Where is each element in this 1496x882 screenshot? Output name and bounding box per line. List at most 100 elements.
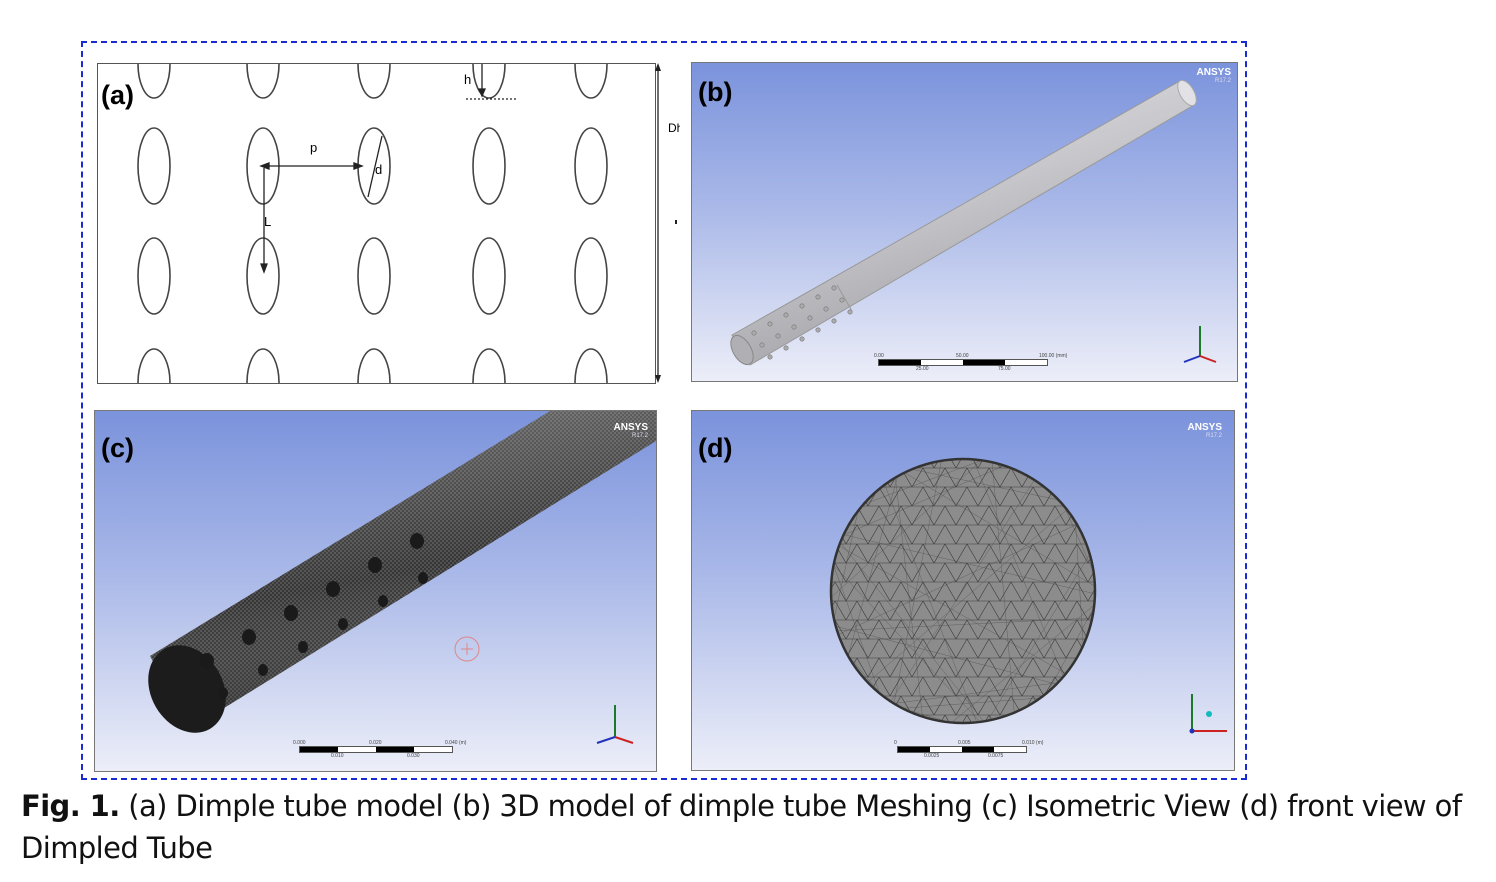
- mesh-line: [832, 623, 1066, 687]
- half-dimple: [357, 64, 391, 99]
- dimple: [326, 581, 340, 597]
- dimple: [378, 595, 388, 607]
- dimple: [200, 653, 214, 669]
- dimple: [357, 237, 391, 315]
- panel-a-dimple-model: p d L h (a): [97, 63, 656, 384]
- caption-text: (a) Dimple tube model (b) 3D model of di…: [21, 789, 1462, 865]
- dimple: [799, 336, 805, 342]
- half-dimple: [472, 64, 506, 99]
- mesh-line: [832, 617, 1094, 632]
- mesh-line: [1074, 506, 1085, 662]
- dimple: [831, 318, 837, 324]
- axis-triad: [1189, 694, 1227, 734]
- panel-c-label: (c): [101, 433, 134, 463]
- mesh-line: [886, 473, 1039, 709]
- dimple: [847, 309, 853, 315]
- mesh-line: [969, 460, 1068, 685]
- figure-frame: [81, 41, 1247, 780]
- dimple: [137, 127, 171, 205]
- mesh-line: [991, 460, 1016, 722]
- mesh-line: [861, 504, 1074, 688]
- half-dimple: [472, 348, 506, 383]
- panel-d-label: (d): [698, 433, 733, 463]
- dimple: [831, 285, 837, 291]
- diameter-label: d: [375, 162, 382, 177]
- mesh-front-render: [829, 457, 1103, 731]
- dimple: [815, 327, 821, 333]
- dimple: [783, 345, 789, 351]
- mesh-line: [881, 680, 1071, 706]
- dimple: [807, 315, 813, 321]
- depth-label: h: [464, 72, 471, 87]
- mesh-line: [888, 696, 1055, 710]
- half-dimple: [574, 64, 608, 99]
- dimple: [815, 294, 821, 300]
- scale-bar: [897, 746, 1027, 753]
- axis-triad: [596, 705, 634, 744]
- panel-b-label: (b): [698, 77, 733, 107]
- dimple: [823, 306, 829, 312]
- dimple: [574, 127, 608, 205]
- dimple: [791, 324, 797, 330]
- mesh-line: [832, 541, 1074, 678]
- mesh-line: [844, 465, 901, 667]
- dimple: [472, 237, 506, 315]
- length-label: L: [264, 214, 271, 229]
- half-dimple: [574, 348, 608, 383]
- mesh-line: [970, 729, 985, 731]
- mesh-line: [896, 467, 1094, 592]
- mesh-line: [832, 494, 862, 636]
- mesh-line: [832, 460, 990, 605]
- mesh-isometric-render: [148, 411, 656, 733]
- mesh-line: [832, 557, 987, 722]
- mesh-line: [1038, 590, 1094, 709]
- dimple: [410, 533, 424, 549]
- dimple: [284, 605, 298, 621]
- mesh-line: [898, 466, 1072, 503]
- half-dimple: [137, 348, 171, 383]
- dimple: [368, 557, 382, 573]
- axis-triad: [1183, 326, 1217, 363]
- half-dimple: [357, 348, 391, 383]
- pitch-label: p: [310, 140, 317, 155]
- dimple: [246, 237, 280, 315]
- dh-label: Dh: [668, 121, 680, 135]
- mesh-line: [848, 460, 997, 510]
- mesh-line: [881, 476, 981, 722]
- mesh-line: [834, 535, 990, 722]
- half-dimple: [137, 64, 171, 99]
- scale-bar: [878, 359, 1048, 366]
- mesh-line: [894, 468, 924, 722]
- figure-caption: Fig. 1. (a) Dimple tube model (b) 3D mod…: [21, 785, 1491, 869]
- dimple: [775, 333, 781, 339]
- dimple: [137, 237, 171, 315]
- dimple: [799, 303, 805, 309]
- dimple: [759, 342, 765, 348]
- dimple: [338, 618, 348, 630]
- dimple: [298, 641, 308, 653]
- dimple: [783, 312, 789, 318]
- mesh-line: [1102, 571, 1103, 600]
- caption-prefix: Fig. 1.: [21, 789, 120, 823]
- half-dimple: [246, 64, 280, 99]
- mesh-line: [832, 551, 885, 707]
- dimple: [751, 330, 757, 336]
- dimple: [767, 321, 773, 327]
- dimple-layout-drawing: p d L h: [137, 64, 608, 383]
- half-dimple: [246, 348, 280, 383]
- dimple: [767, 354, 773, 360]
- dimple: [258, 664, 268, 676]
- dimple: [472, 127, 506, 205]
- tube-3d-render: [730, 79, 1197, 366]
- dimple: [418, 572, 428, 584]
- mesh-line: [832, 520, 1085, 639]
- mesh-line: [835, 532, 1094, 596]
- dimple: [574, 237, 608, 315]
- tube-diameter-dimension: Dh: [655, 63, 680, 383]
